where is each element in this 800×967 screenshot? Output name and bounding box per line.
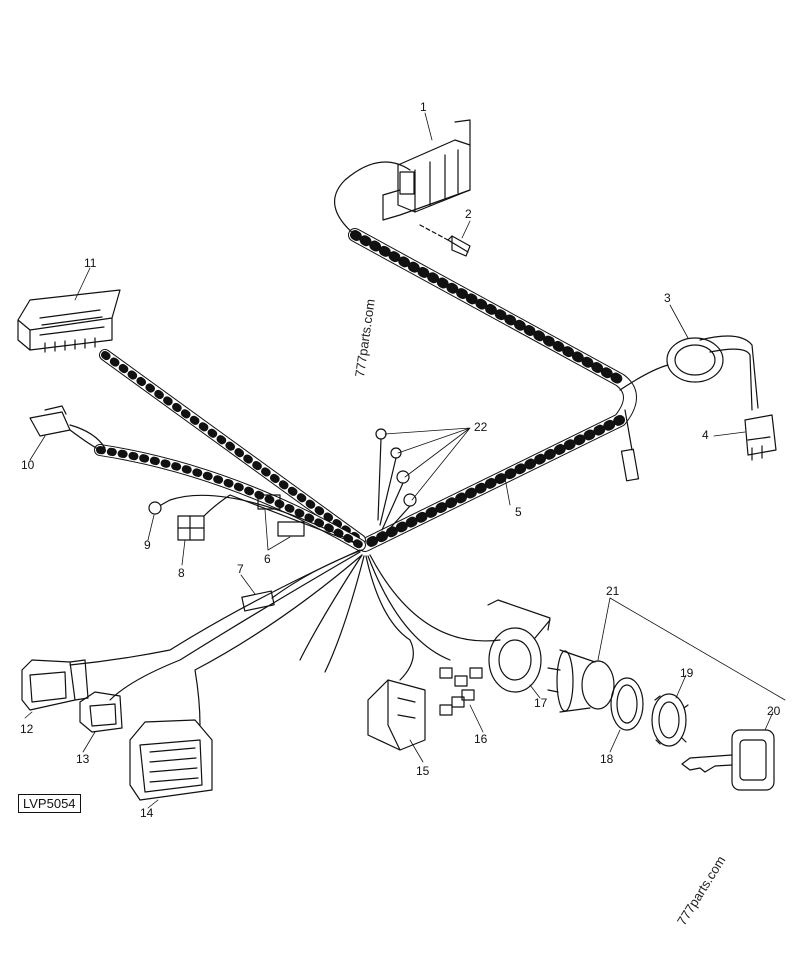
callout-16: 16 [474, 732, 488, 746]
callout-3: 3 [664, 291, 671, 305]
branch-to-connector-10 [94, 444, 366, 551]
callout-18: 18 [600, 752, 614, 766]
callout-4: 4 [702, 428, 709, 442]
callout-22: 22 [474, 420, 488, 434]
callout-6: 6 [264, 552, 271, 566]
callout-21: 21 [606, 584, 620, 598]
connector-7 [241, 549, 363, 612]
callout-7: 7 [237, 562, 244, 576]
callout-12: 12 [20, 722, 34, 736]
connector-13 [79, 691, 123, 733]
callout-1: 1 [420, 100, 427, 114]
relay-block-1 [382, 119, 471, 221]
lock-cylinder-21 [547, 649, 615, 713]
callout-13: 13 [76, 752, 90, 766]
bolt-2 [419, 224, 471, 257]
upper-loop-wire [334, 161, 411, 236]
callout-19: 19 [680, 666, 694, 680]
callout-14: 14 [140, 806, 154, 820]
ring-18 [610, 677, 644, 731]
connector-11 [17, 289, 121, 353]
wire-lead-connector [620, 448, 640, 482]
terminals-16 [439, 667, 483, 716]
connector-4 [744, 414, 777, 461]
callout-9: 9 [144, 538, 151, 552]
callout-10: 10 [21, 458, 35, 472]
callout-2: 2 [465, 207, 472, 221]
connector-8 [177, 494, 361, 546]
connector-12 [21, 659, 89, 711]
reference-code: LVP5054 [18, 794, 81, 813]
connector-14 [129, 719, 213, 801]
callout-11: 11 [84, 256, 97, 270]
callout-8: 8 [178, 566, 185, 580]
ring-terminals-22 [375, 428, 417, 536]
connector-10 [29, 405, 71, 437]
callout-20: 20 [767, 704, 781, 718]
main-harness-trunk [348, 228, 637, 552]
ignition-switch-17 [487, 599, 551, 693]
grommet-3 [666, 335, 759, 411]
nut-19 [651, 693, 687, 747]
callout-5: 5 [515, 505, 522, 519]
leader-lines [24, 112, 786, 809]
branch-to-connector-11 [99, 349, 366, 546]
relay-socket-15 [367, 679, 426, 751]
callout-17: 17 [534, 696, 548, 710]
fuses-6 [257, 494, 305, 537]
callout-15: 15 [416, 764, 430, 778]
key-20 [681, 729, 775, 791]
